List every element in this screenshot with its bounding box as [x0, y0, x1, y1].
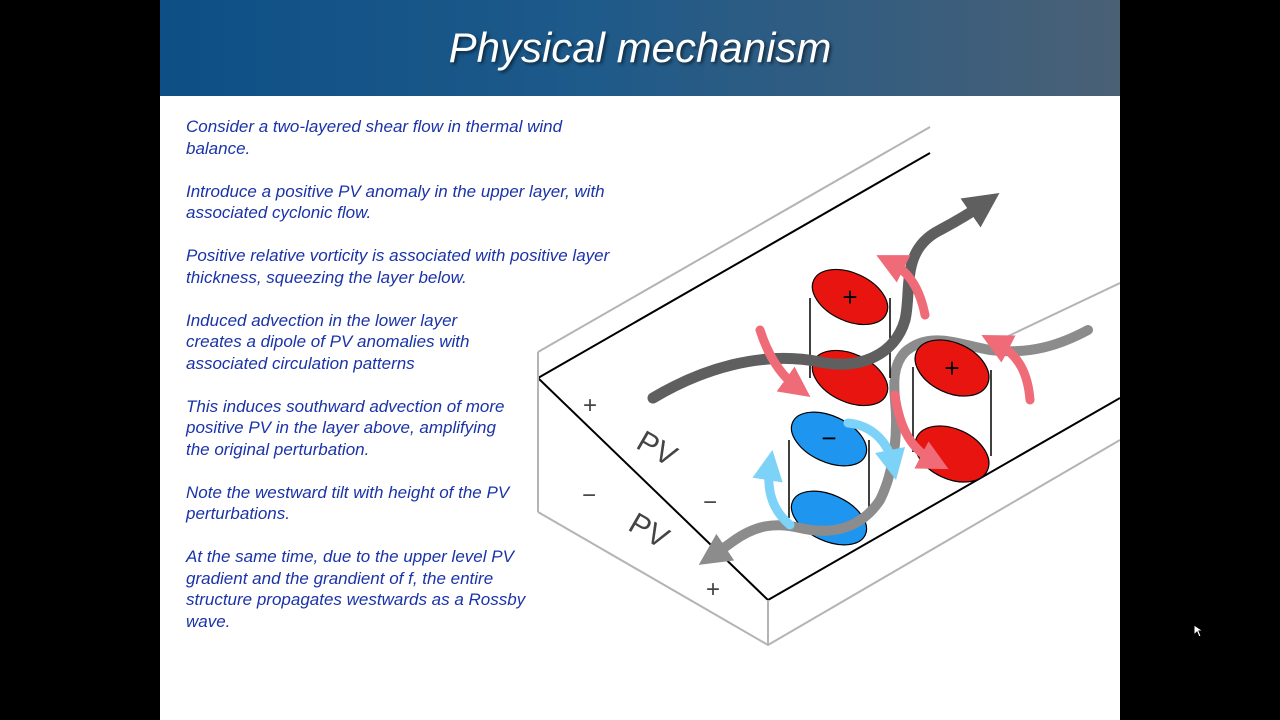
- upper-positive-anomaly-cylinder: +: [809, 268, 891, 407]
- paragraph-1: Consider a two-layered shear flow in the…: [186, 117, 563, 158]
- anticyclonic-circulation-arrows: [752, 418, 905, 530]
- pv-mechanism-diagram: PV PV + − − + + +: [537, 126, 1120, 646]
- paragraph-3: Positive relative vorticity is associate…: [186, 246, 610, 287]
- cyclonic-arrow-4: [890, 390, 949, 470]
- cyclonic-arrow-3: [981, 334, 1035, 405]
- upper-pv-label: PV: [631, 425, 682, 474]
- paragraph-6: Note the westward tilt with height of th…: [186, 482, 510, 524]
- mouse-pointer-icon: [1193, 624, 1205, 638]
- lower-positive-sign: +: [944, 353, 959, 383]
- slide: Physical mechanism Consider a two-layere…: [160, 0, 1120, 720]
- slide-title: Physical mechanism: [448, 24, 832, 71]
- title-bar: Physical mechanism: [160, 0, 1120, 96]
- lower-pv-label: PV: [623, 507, 674, 556]
- anticyclonic-arrow-1: [752, 449, 795, 530]
- cyclonic-arrow-2: [876, 255, 930, 320]
- layer-box: [537, 126, 1120, 646]
- paragraph-4: Induced advection in the lower layer cre…: [186, 310, 470, 373]
- negative-sign: −: [821, 423, 836, 453]
- lower-plus-sign: +: [706, 576, 720, 603]
- paragraph-5: This induces southward advection of more…: [186, 396, 505, 459]
- lower-minus-sign: −: [582, 482, 596, 509]
- upper-layer-front-edge: [537, 152, 931, 379]
- anticyclonic-arrow-2: [843, 418, 905, 481]
- paragraph-7: At the same time, due to the upper level…: [186, 547, 526, 631]
- cyclonic-circulation-arrows: [755, 255, 1035, 470]
- upper-positive-sign: +: [842, 282, 857, 312]
- upper-minus-sign: −: [703, 489, 717, 516]
- upper-layer-back-edge: [537, 126, 931, 353]
- lower-layer-back-edge: [999, 282, 1120, 341]
- explanation-text: Consider a two-layered shear flow in the…: [186, 116, 626, 654]
- cyclonic-arrow-1: [755, 325, 811, 397]
- pv-gradient-labels: PV PV + − − +: [582, 392, 720, 603]
- upper-plus-sign: +: [583, 392, 597, 419]
- upper-flow-arrow: [647, 192, 1000, 404]
- paragraph-2: Introduce a positive PV anomaly in the u…: [186, 181, 605, 223]
